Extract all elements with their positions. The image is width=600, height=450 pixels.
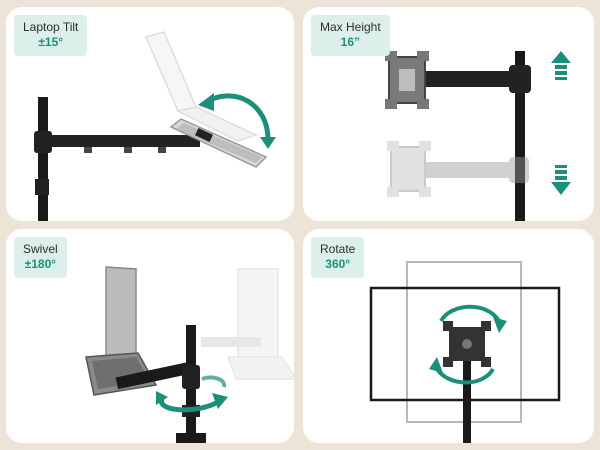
down-arrow-icon xyxy=(551,165,571,195)
rotate-value: 360° xyxy=(325,257,351,271)
swivel-value: ±180° xyxy=(24,257,57,271)
rotate-arrows-icon xyxy=(429,304,507,385)
mount-bracket xyxy=(385,51,531,109)
laptop-ghost xyxy=(144,31,259,142)
rotate-title: Rotate xyxy=(320,242,356,256)
swivel-illustration xyxy=(85,266,294,443)
laptop-tilt-label: Laptop Tilt ±15° xyxy=(14,15,88,56)
arm xyxy=(50,135,200,147)
arm-joint xyxy=(34,131,52,153)
max-height-label: Max Height 16” xyxy=(311,15,390,56)
rotate-illustration xyxy=(369,261,561,443)
arm xyxy=(115,360,197,390)
swivel-label: Swivel ±180° xyxy=(14,237,67,278)
vesa-plate xyxy=(443,321,491,367)
pole xyxy=(515,51,525,221)
ghost-mount-bracket xyxy=(387,141,529,197)
pole xyxy=(38,97,48,221)
max-height-illustration xyxy=(385,51,571,221)
swivel-title: Swivel xyxy=(23,242,58,256)
laptop-ghost xyxy=(201,268,294,380)
laptop-tilt-panel: Laptop Tilt ±15° xyxy=(6,7,294,221)
pole-clamp xyxy=(35,179,49,195)
rotate-panel: Rotate 360° xyxy=(303,229,594,443)
swivel-panel: Swivel ±180° xyxy=(6,229,294,443)
laptop-tilt-value: ±15° xyxy=(38,35,64,49)
laptop-tilt-illustration xyxy=(34,31,276,221)
pole xyxy=(463,353,471,443)
laptop-tilt-title: Laptop Tilt xyxy=(23,20,79,34)
rotate-label: Rotate 360° xyxy=(311,237,365,278)
laptop-tray xyxy=(169,118,268,168)
curved-arrow-icon xyxy=(156,375,228,413)
max-height-title: Max Height xyxy=(320,20,381,34)
max-height-value: 16” xyxy=(340,35,361,49)
curved-arrow-icon xyxy=(198,93,276,149)
max-height-panel: Max Height 16” xyxy=(303,7,594,221)
up-arrow-icon xyxy=(551,51,571,80)
